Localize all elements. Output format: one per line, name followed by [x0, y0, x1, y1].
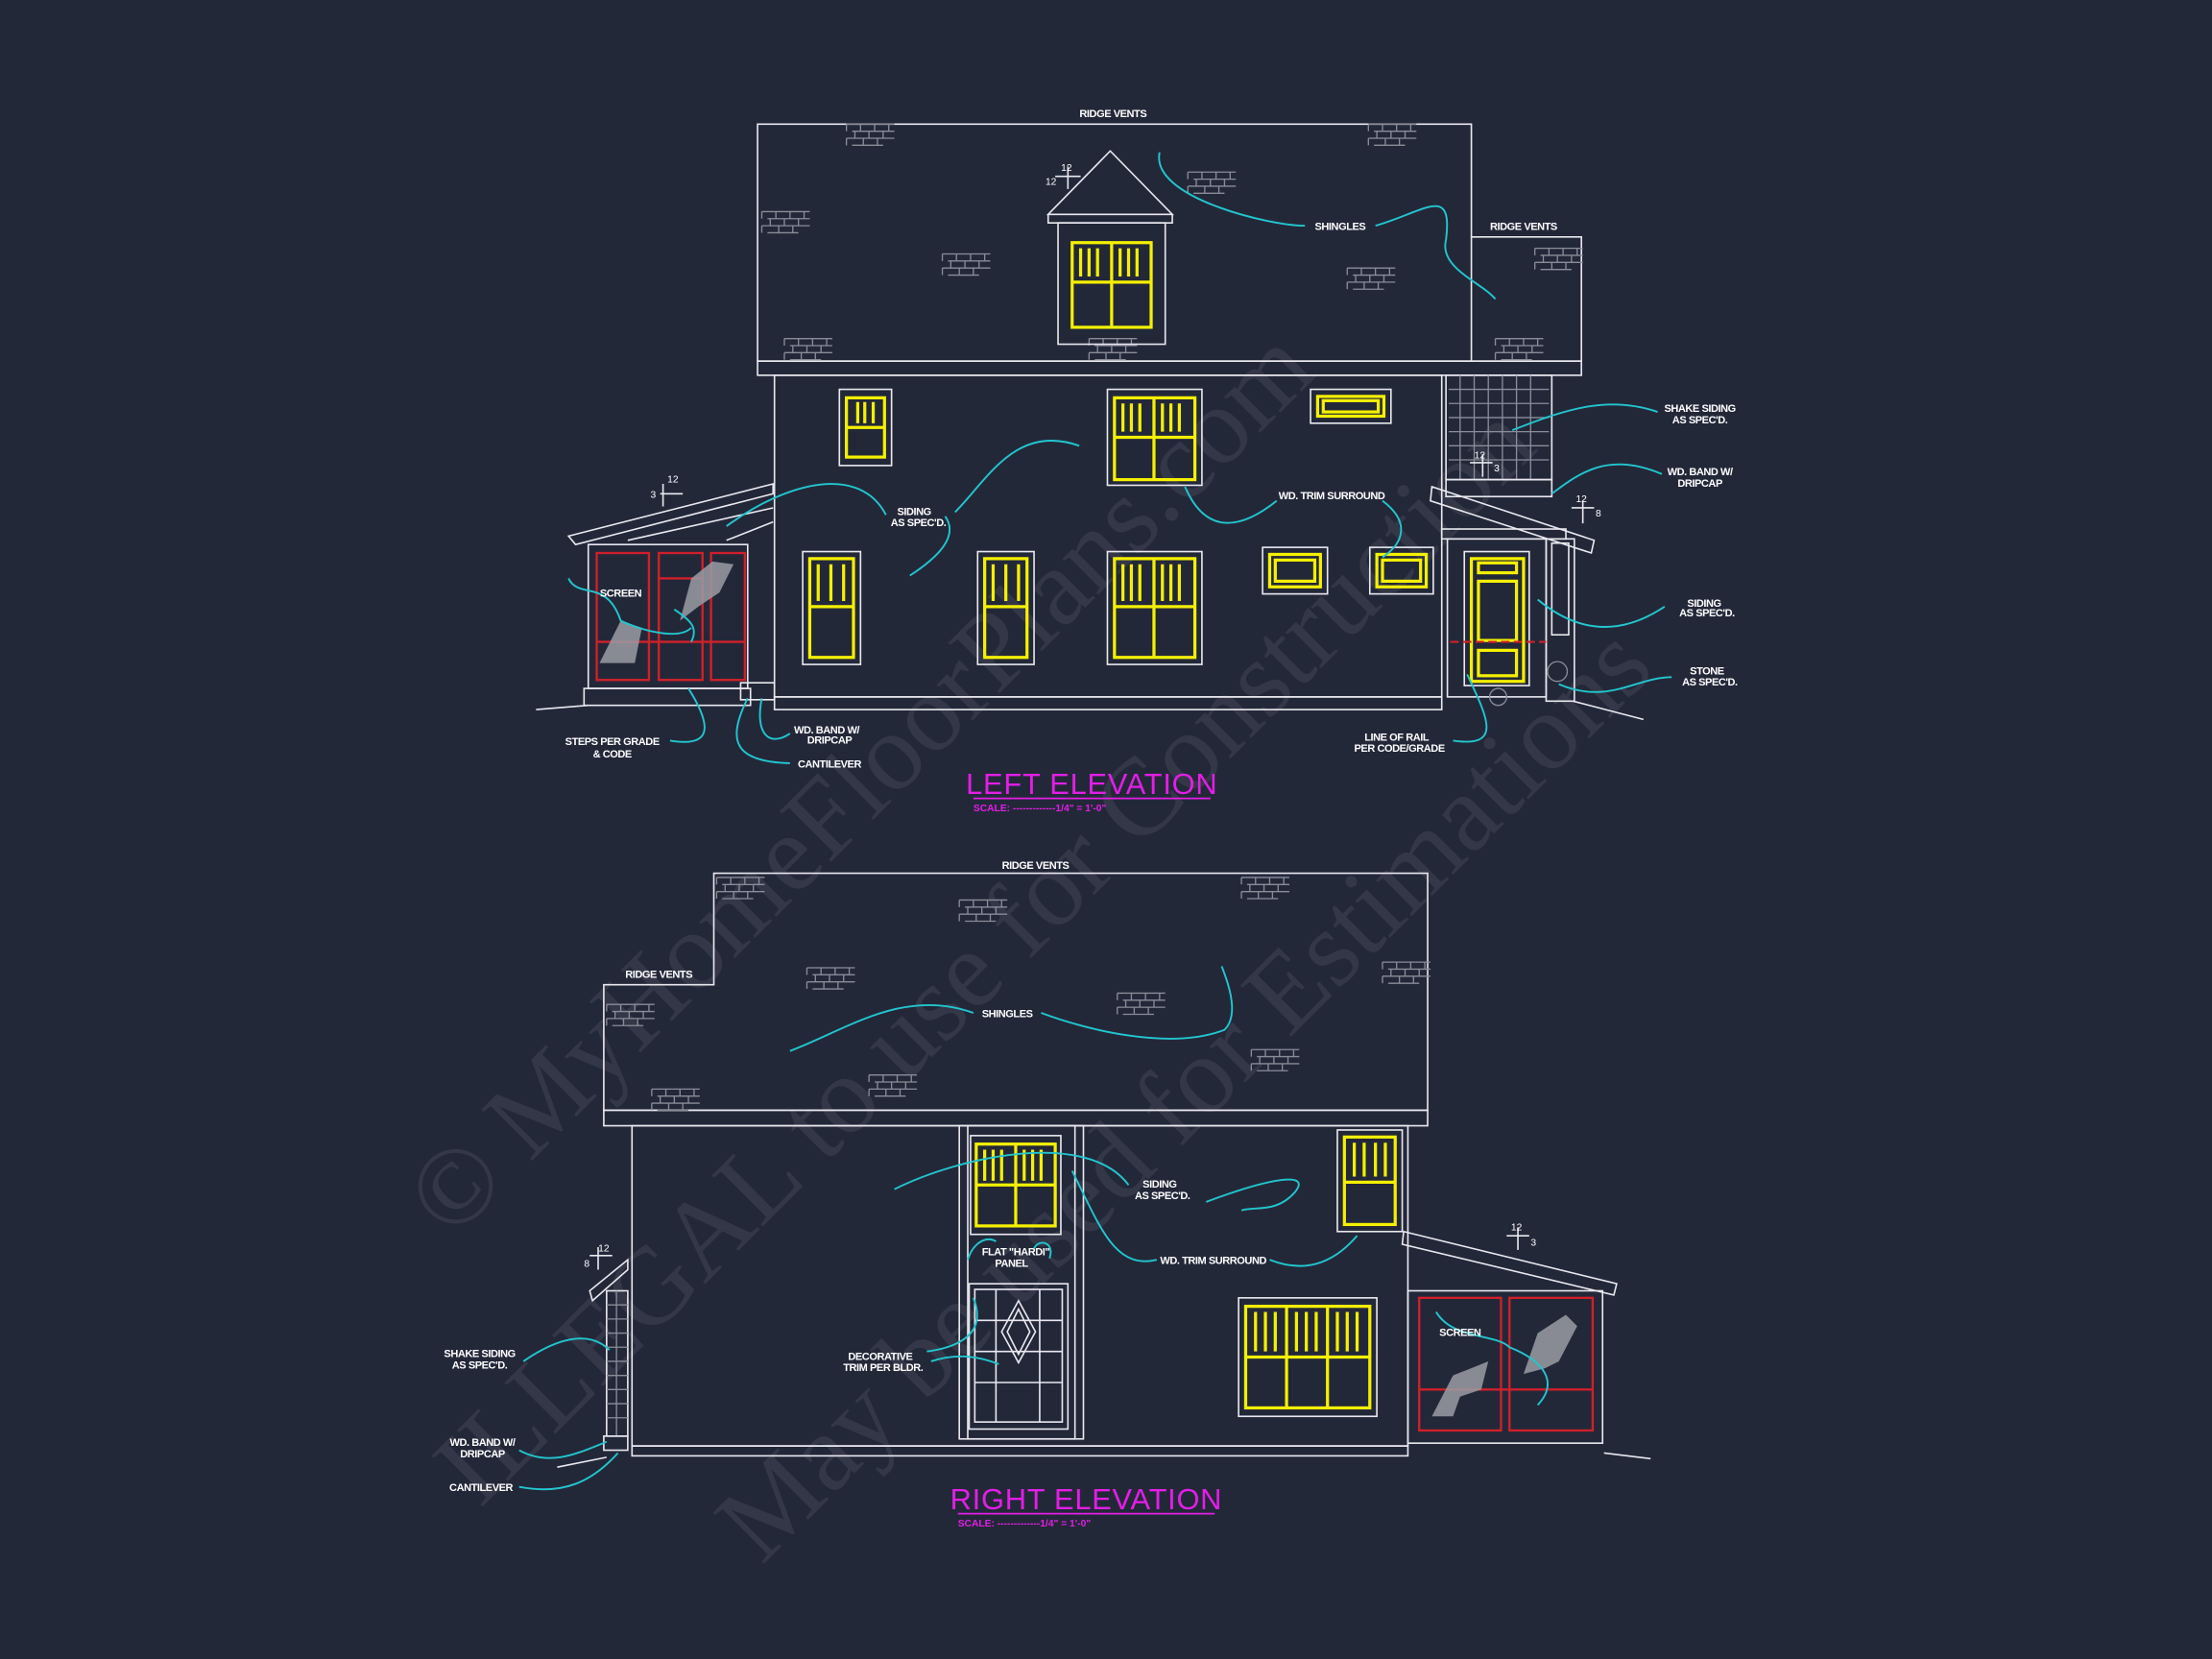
dormer-window	[1070, 241, 1153, 329]
pitch-dormer-run: 12	[1061, 163, 1072, 174]
pitch-porch-run: 12	[1511, 1222, 1523, 1233]
label-screen: SCREEN	[600, 589, 642, 600]
left-elevation-title: LEFT ELEVATION	[966, 767, 1217, 801]
left-shake-strip	[589, 1258, 629, 1452]
foundation	[773, 696, 1443, 710]
label-screen: SCREEN	[1439, 1328, 1481, 1339]
label-steps-2: & CODE	[593, 749, 632, 760]
grade-line	[557, 1452, 1651, 1468]
label-siding-2: AS SPEC'D.	[891, 517, 947, 529]
left-leader-lines	[567, 152, 1672, 764]
label-wd-band-2: DRIPCAP	[1677, 478, 1722, 490]
right-leader-lines	[518, 966, 1549, 1491]
label-siding-right: SIDING	[1687, 598, 1720, 610]
pitch-porch-rise: 3	[1530, 1238, 1536, 1248]
label-line-of-rail-2: PER CODE/GRADE	[1355, 743, 1445, 755]
label-flat-panel-2: PANEL	[995, 1259, 1028, 1270]
pitch-shake-rise: 3	[1494, 464, 1500, 474]
right-elevation-scale: SCALE: -------------1/4" = 1'-0"	[958, 1519, 1092, 1529]
pitch-side-run: 12	[598, 1243, 610, 1254]
label-siding-right-2: AS SPEC'D.	[1679, 608, 1735, 619]
pitch-porch-right-rise: 8	[1596, 509, 1601, 519]
left-screen-porch	[566, 482, 776, 707]
right-elevation: RIDGE VENTS RIDGE VENTS SHINGLES SIDING …	[444, 860, 1651, 1529]
left-elevation-labels: RIDGE VENTS SHINGLES RIDGE VENTS SHAKE S…	[565, 108, 1739, 770]
label-line-of-rail: LINE OF RAIL	[1364, 732, 1430, 743]
label-wd-trim-surround: WD. TRIM SURROUND	[1160, 1256, 1266, 1267]
bay-window	[974, 1142, 1057, 1228]
label-shake-siding: SHAKE SIDING	[1664, 403, 1735, 415]
label-shingles: SHINGLES	[982, 1008, 1033, 1020]
right-porch	[1430, 485, 1596, 707]
label-wd-band-left: WD. BAND W/	[794, 725, 859, 736]
label-ridge-vents: RIDGE VENTS	[1079, 108, 1146, 120]
label-shingles: SHINGLES	[1315, 222, 1366, 233]
label-wd-band-2: DRIPCAP	[460, 1449, 505, 1460]
label-wd-band: WD. BAND W/	[1668, 467, 1733, 478]
label-ridge-vents-side: RIDGE VENTS	[1490, 222, 1557, 233]
label-siding: SIDING	[1142, 1179, 1176, 1190]
pitch-dormer-rise: 12	[1046, 177, 1057, 187]
roof-brick-patterns	[760, 123, 1584, 361]
label-cantilever: CANTILEVER	[449, 1482, 513, 1494]
left-elevation: RIDGE VENTS SHINGLES RIDGE VENTS SHAKE S…	[536, 108, 1739, 814]
fascia	[757, 360, 1582, 376]
label-ridge-vents-low: RIDGE VENTS	[625, 969, 692, 980]
label-shake-siding-2: AS SPEC'D.	[452, 1359, 508, 1371]
right-elevation-labels: RIDGE VENTS RIDGE VENTS SHINGLES SIDING …	[444, 860, 1536, 1494]
label-shake-siding-2: AS SPEC'D.	[1672, 415, 1728, 426]
windows	[802, 388, 1434, 665]
pitch-side-rise: 8	[584, 1260, 589, 1270]
shake-siding-block	[1445, 374, 1553, 498]
label-ridge-vents: RIDGE VENTS	[1002, 860, 1070, 872]
pitch-porch-left-rise: 3	[650, 491, 656, 501]
label-steps: STEPS PER GRADE	[565, 736, 660, 748]
label-siding: SIDING	[898, 506, 931, 517]
screen-porch	[1401, 1230, 1618, 1444]
label-wd-band-left-2: DRIPCAP	[807, 734, 853, 746]
left-elevation-scale: SCALE: -------------1/4" = 1'-0"	[974, 804, 1107, 814]
label-cantilever: CANTILEVER	[798, 758, 861, 770]
label-stone: STONE	[1690, 665, 1724, 677]
windows	[1238, 1129, 1404, 1418]
dormer-wall	[1057, 222, 1166, 346]
right-elevation-title: RIGHT ELEVATION	[950, 1482, 1223, 1516]
label-stone-2: AS SPEC'D.	[1682, 677, 1738, 688]
pitch-shake-run: 12	[1475, 451, 1486, 462]
pitch-porch-left-run: 12	[667, 475, 679, 486]
side-entry-door	[1469, 557, 1526, 684]
label-decorative-trim: DECORATIVE	[848, 1351, 912, 1362]
foundation	[631, 1445, 1409, 1457]
label-wd-trim-surround: WD. TRIM SURROUND	[1279, 491, 1385, 502]
label-wd-band: WD. BAND W/	[450, 1437, 516, 1449]
label-flat-panel: FLAT "HARDI"	[982, 1247, 1050, 1259]
grade-line	[536, 700, 1645, 721]
dormer-gable	[1046, 150, 1174, 224]
label-siding-2: AS SPEC'D.	[1135, 1190, 1190, 1202]
label-shake-siding: SHAKE SIDING	[444, 1349, 515, 1360]
label-decorative-trim-2: TRIM PER BLDR.	[843, 1362, 924, 1374]
pitch-porch-right-run: 12	[1575, 494, 1587, 505]
